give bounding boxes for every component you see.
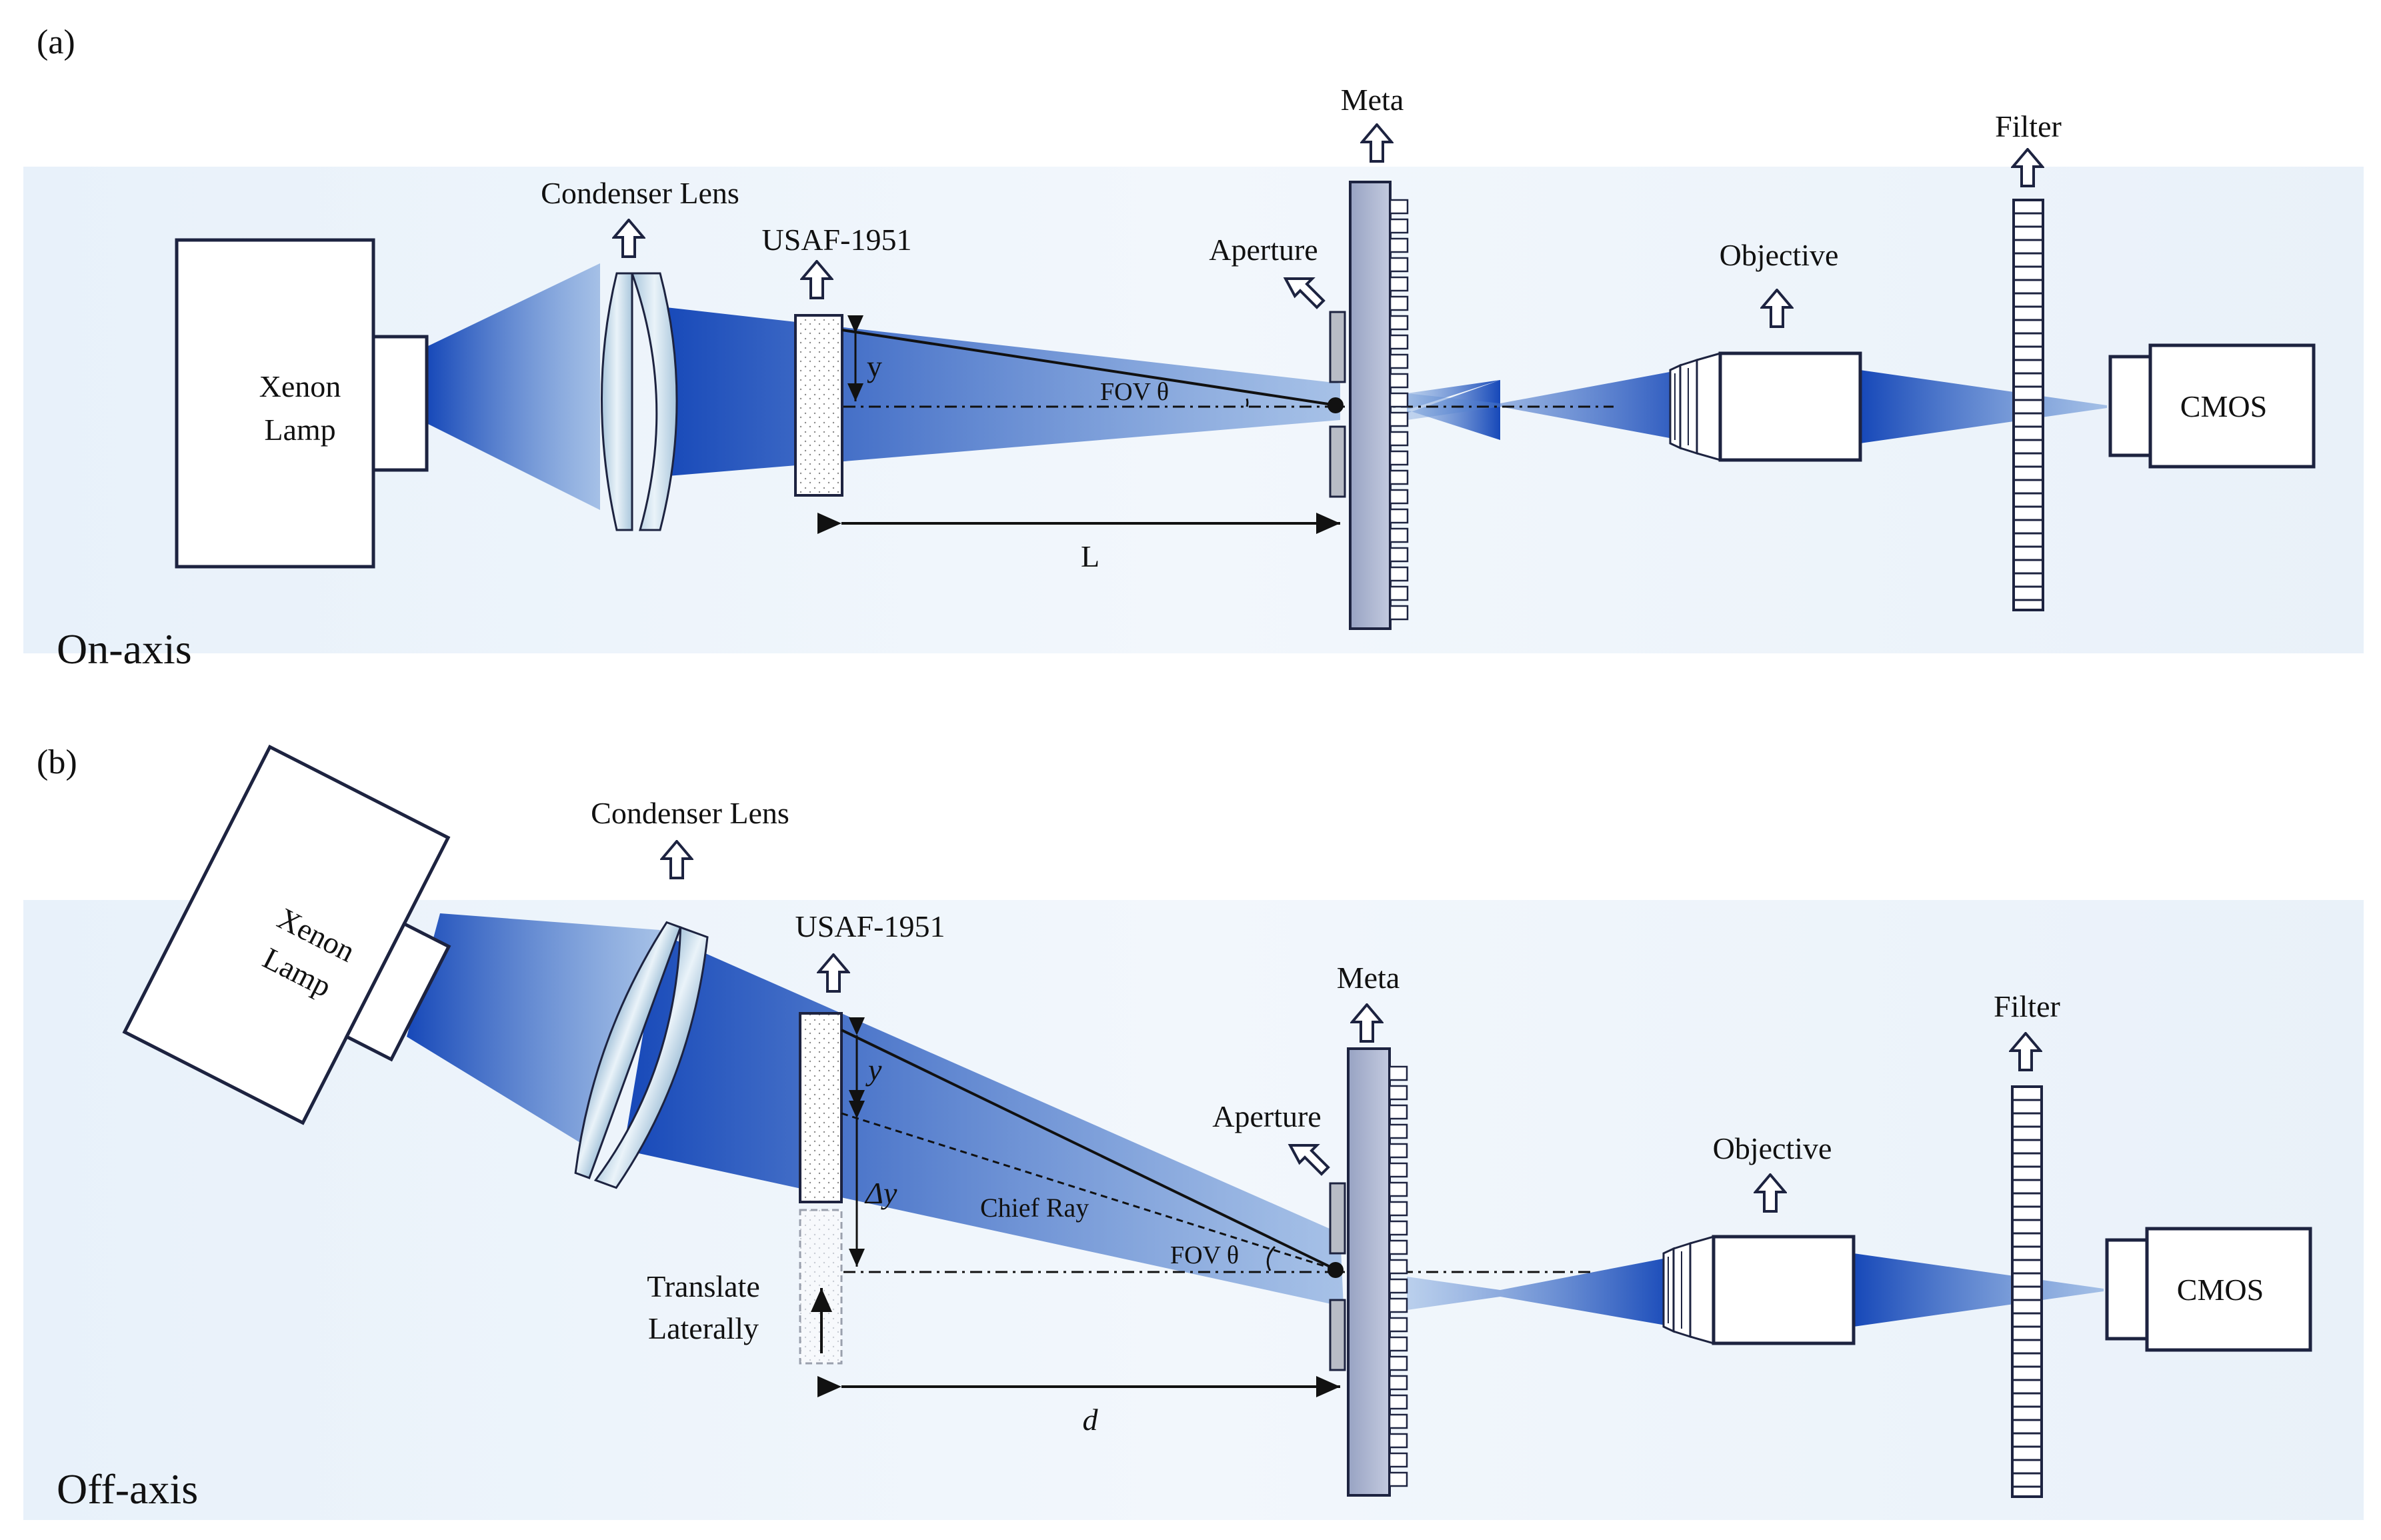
marginal-ray-b bbox=[841, 1029, 1338, 1271]
fov-label-b: FOV θ bbox=[1170, 1241, 1239, 1269]
usaf-target-b: USAF-1951 Translate Laterally bbox=[647, 909, 945, 1365]
metasurface-b: Meta bbox=[1328, 961, 1408, 1497]
usaf-plate bbox=[794, 314, 843, 497]
chief-ray bbox=[841, 1112, 1338, 1271]
meta-pointer-icon bbox=[1361, 123, 1393, 163]
objective: Objective bbox=[1669, 238, 1862, 462]
usaf-label: USAF-1951 bbox=[762, 223, 912, 257]
pivot-point bbox=[1328, 397, 1344, 413]
objective-label-b: Objective bbox=[1713, 1131, 1832, 1165]
usaf-target: USAF-1951 bbox=[762, 223, 912, 497]
distance-label: L bbox=[1081, 539, 1099, 573]
cmos-camera-b: CMOS bbox=[2105, 1227, 2312, 1352]
y-label-b: y bbox=[865, 1053, 882, 1087]
filter-label-b: Filter bbox=[1994, 989, 2060, 1023]
objective-b: Objective bbox=[1662, 1131, 1856, 1345]
panel-b-label: (b) bbox=[37, 743, 77, 781]
panel-b: (b) Off-axis Xenon Lamp Condenser Lens U… bbox=[23, 743, 2364, 1520]
meta-pillars-b bbox=[1388, 1065, 1408, 1487]
lamp-label-line1: Xenon bbox=[259, 369, 341, 403]
meta-label-b: Meta bbox=[1337, 961, 1400, 995]
fov-angle-arc-b bbox=[1266, 1245, 1276, 1271]
aperture-label-b: Aperture bbox=[1212, 1099, 1321, 1133]
objective-to-cmos-beam-b bbox=[1854, 1253, 2104, 1327]
usaf-label-b: USAF-1951 bbox=[795, 909, 945, 943]
condenser-lens-b bbox=[574, 921, 709, 1189]
cmos-label: CMOS bbox=[2180, 389, 2267, 423]
lamp-nozzle bbox=[371, 335, 429, 472]
lamp-to-condenser-beam bbox=[427, 263, 600, 510]
filter: Filter bbox=[1995, 109, 2062, 611]
usaf-plate-b bbox=[799, 1012, 843, 1203]
aperture-label: Aperture bbox=[1209, 233, 1318, 267]
objective-to-cmos-beam bbox=[1860, 370, 2107, 443]
condenser-label-b: Condenser Lens bbox=[591, 796, 789, 830]
translate-label-line1: Translate bbox=[647, 1269, 760, 1303]
fov-label: FOV θ bbox=[1100, 378, 1169, 406]
aperture-b: Aperture bbox=[1212, 1099, 1346, 1371]
delta-y-label: Δy bbox=[864, 1176, 897, 1210]
translate-label-line2: Laterally bbox=[648, 1311, 759, 1345]
meta-pillars bbox=[1389, 199, 1409, 621]
lamp-label-line2: Lamp bbox=[264, 413, 335, 447]
filter-label: Filter bbox=[1995, 109, 2062, 143]
panel-a-label: (a) bbox=[37, 23, 75, 61]
aperture-pointer-icon bbox=[1283, 277, 1326, 309]
xenon-lamp-b: Xenon Lamp bbox=[122, 744, 451, 1125]
condenser-label: Condenser Lens bbox=[541, 176, 739, 210]
xenon-lamp: Xenon Lamp bbox=[175, 238, 429, 569]
cmos-camera: CMOS bbox=[2108, 343, 2316, 469]
panel-a-mode-label: On-axis bbox=[57, 625, 192, 673]
filter-b: Filter bbox=[1994, 989, 2060, 1498]
lamp-body bbox=[175, 238, 375, 569]
cmos-label-b: CMOS bbox=[2177, 1273, 2264, 1307]
marginal-ray bbox=[841, 329, 1338, 407]
panel-b-mode-label: Off-axis bbox=[57, 1465, 198, 1513]
condenser-pointer-icon-b bbox=[661, 840, 693, 879]
metasurface: Meta bbox=[1328, 83, 1409, 630]
chief-ray-label: Chief Ray bbox=[980, 1193, 1089, 1223]
condenser-lens: Condenser Lens bbox=[541, 176, 739, 531]
meta-output-beam bbox=[1407, 370, 1680, 440]
aperture-pointer-icon-b bbox=[1288, 1144, 1330, 1176]
meta-label: Meta bbox=[1341, 83, 1404, 117]
fov-angle-arc bbox=[1246, 398, 1249, 407]
distance-label-b: d bbox=[1083, 1403, 1099, 1437]
aperture: Aperture bbox=[1209, 233, 1346, 498]
y-label: y bbox=[867, 349, 882, 383]
meta-to-objective-beam-b bbox=[1407, 1257, 1674, 1327]
meta-substrate bbox=[1349, 181, 1392, 630]
pivot-point-b bbox=[1328, 1262, 1344, 1278]
objective-label: Objective bbox=[1720, 238, 1839, 272]
panel-a: (a) On-axis Xenon Lamp Condenser Lens US… bbox=[23, 23, 2364, 673]
